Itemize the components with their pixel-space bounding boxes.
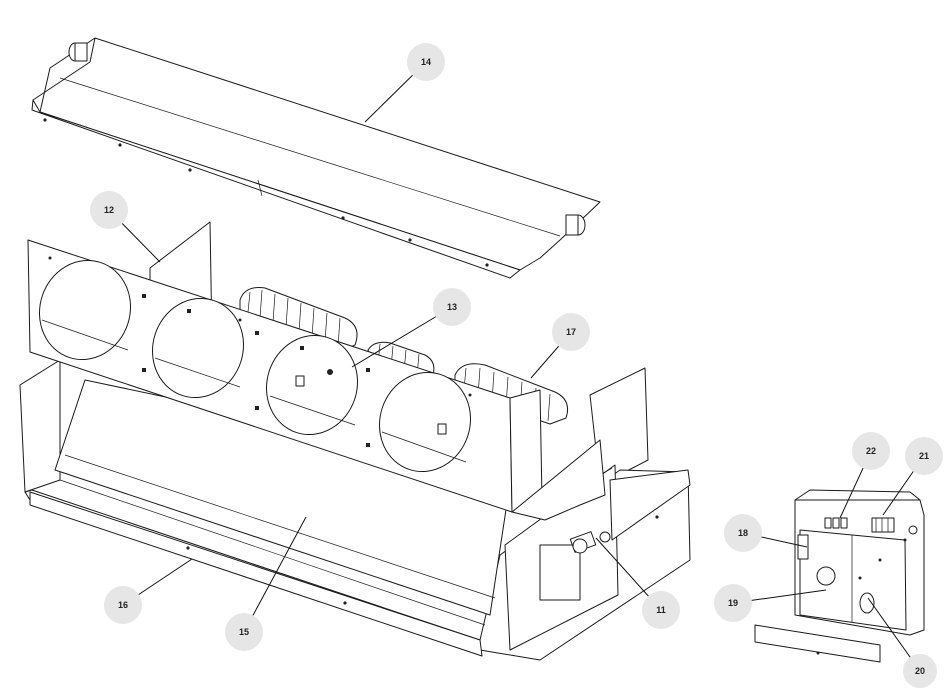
callout-18-label: 18 <box>738 528 748 538</box>
callout-18: 18 <box>724 514 762 552</box>
top-cover-part <box>31 37 601 279</box>
callout-14: 14 <box>407 43 445 81</box>
callout-15: 15 <box>225 613 263 651</box>
callout-21: 21 <box>905 437 943 475</box>
callout-17: 17 <box>552 313 590 351</box>
callout-11: 11 <box>642 591 680 629</box>
callout-20-label: 20 <box>915 666 925 676</box>
callout-19-label: 19 <box>728 598 738 608</box>
callout-17-label: 17 <box>566 327 576 337</box>
callout-12: 12 <box>90 191 128 229</box>
main-housing <box>19 221 691 661</box>
callout-22: 22 <box>852 432 890 470</box>
callout-22-label: 22 <box>866 446 876 456</box>
fan-mounting-plate <box>27 239 606 521</box>
callout-16: 16 <box>104 586 142 624</box>
callout-19: 19 <box>714 584 752 622</box>
callout-16-label: 16 <box>118 600 128 610</box>
callout-21-label: 21 <box>919 451 929 461</box>
callout-15-label: 15 <box>239 627 249 637</box>
callout-20: 20 <box>903 654 937 688</box>
callout-12-label: 12 <box>104 205 114 215</box>
callout-14-label: 14 <box>421 57 431 67</box>
callout-13-label: 13 <box>447 302 457 312</box>
electrical-control-box <box>754 489 925 663</box>
callout-13: 13 <box>433 288 471 326</box>
callout-11-label: 11 <box>656 605 666 615</box>
